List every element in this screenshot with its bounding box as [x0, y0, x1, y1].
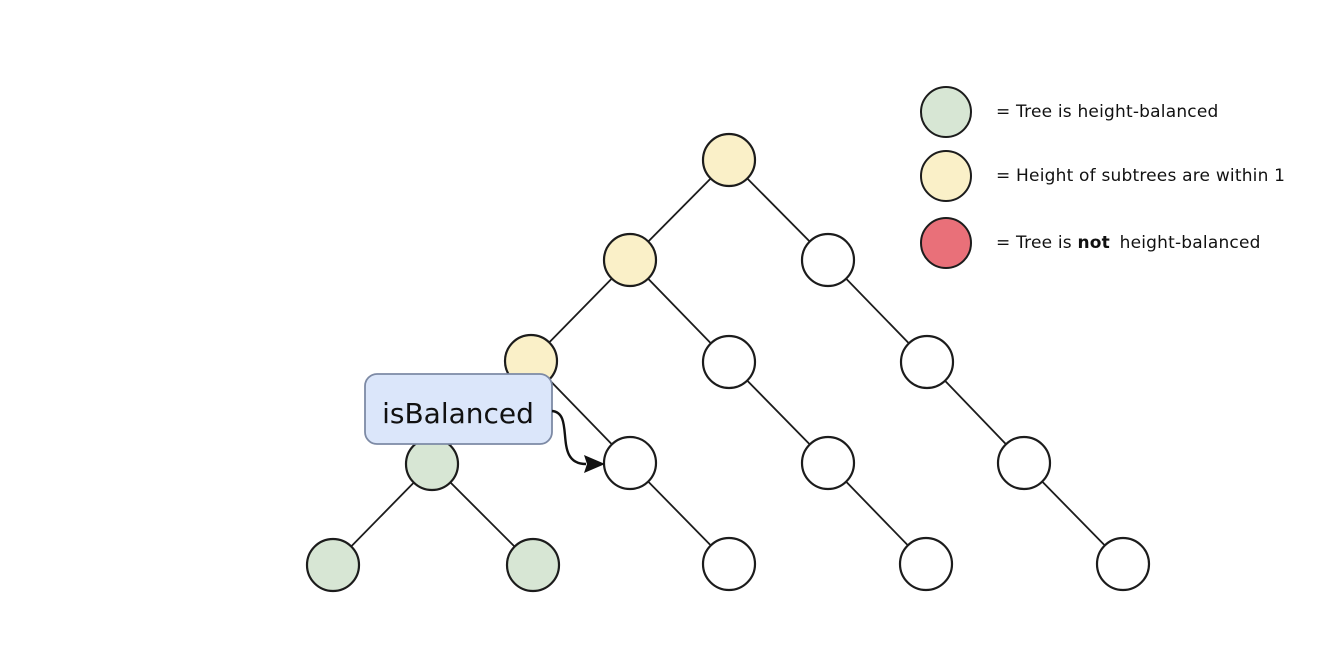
tree-node-green	[404, 436, 460, 492]
tree-node-white	[996, 435, 1052, 491]
tree-node-yellow	[701, 132, 757, 188]
tree-node-white	[898, 536, 954, 592]
callout-group: isBalanced	[364, 373, 605, 473]
isbalanced-label-box	[364, 373, 553, 445]
tree-node-yellow	[602, 232, 658, 288]
tree-node-white	[800, 232, 856, 288]
tree-node-green	[505, 537, 561, 593]
tree-node-white	[899, 334, 955, 390]
tree-node-white	[800, 435, 856, 491]
callout-arrow-line	[551, 409, 587, 466]
tree-node-green	[305, 537, 361, 593]
tree-node-white	[1095, 536, 1151, 592]
callout-arrowhead-icon	[584, 455, 605, 473]
tree-nodes	[305, 132, 1151, 593]
tree-node-white	[602, 435, 658, 491]
tree-node-white	[701, 536, 757, 592]
tree-node-white	[701, 334, 757, 390]
isbalanced-label: isBalanced	[382, 397, 534, 430]
